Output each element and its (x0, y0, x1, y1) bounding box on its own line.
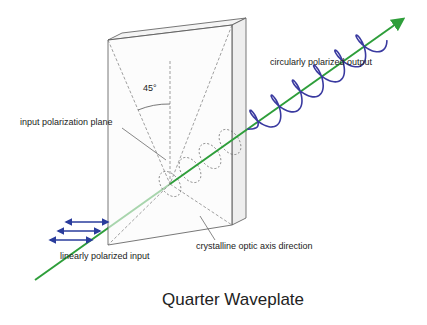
vertical-reference (170, 60, 171, 184)
leader-line (122, 128, 166, 160)
diagonal-line (170, 25, 232, 184)
optic-axis-line (170, 184, 232, 225)
caption: Quarter Waveplate (162, 290, 304, 310)
label-text: input polarization plane (20, 118, 113, 128)
label-text: circularly polarized output (270, 58, 372, 68)
circular-polarization-helix (248, 35, 387, 129)
linear-polarization-arrows (50, 222, 108, 240)
label-text: linearly polarized input (60, 252, 150, 262)
plate-side (232, 18, 246, 225)
light-beam (170, 19, 403, 184)
plate-front (108, 25, 232, 245)
leader-line (200, 216, 215, 240)
diagonal-line (108, 184, 170, 245)
angle-label: 45° (143, 84, 157, 94)
optic-axis-line (108, 40, 170, 184)
label-text: crystalline optic axis direction (196, 242, 313, 252)
angle-arc (138, 104, 170, 110)
